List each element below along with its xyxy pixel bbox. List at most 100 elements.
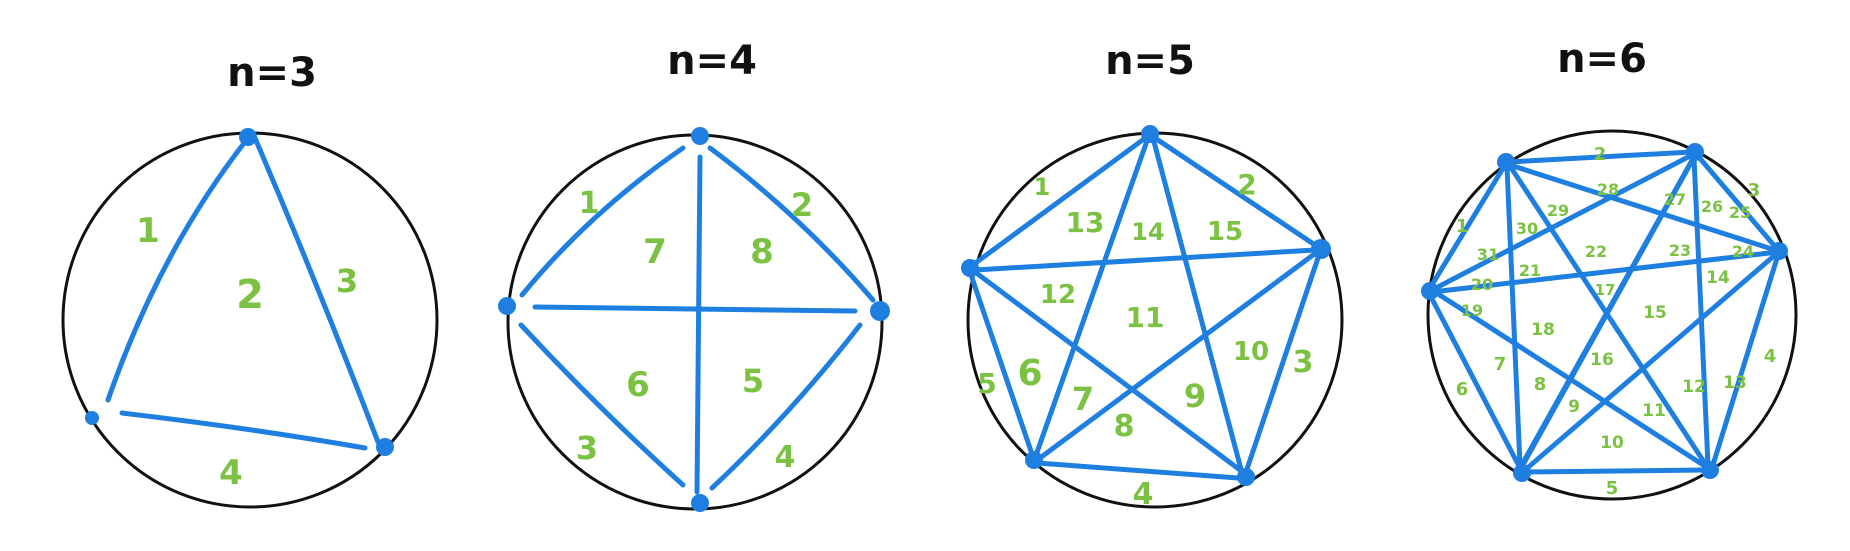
- region-label: 4: [1133, 477, 1154, 512]
- region-label: 17: [1595, 281, 1616, 299]
- chord: [532, 304, 858, 314]
- region-label: 7: [1494, 354, 1507, 375]
- vertex: [498, 297, 516, 315]
- chord: [1429, 249, 1781, 295]
- chord: [1242, 249, 1323, 478]
- region-label: 8: [1534, 374, 1547, 395]
- region-label: 4: [1764, 346, 1777, 367]
- chord: [119, 410, 368, 451]
- vertices-n3: [85, 128, 394, 456]
- chord: [1427, 292, 1523, 471]
- chord: [972, 247, 1318, 273]
- vertex: [1770, 242, 1788, 260]
- region-label: 4: [219, 453, 243, 493]
- region-label: 6: [1456, 379, 1469, 400]
- region-label: 3: [576, 429, 598, 467]
- chords-n3: [105, 135, 381, 451]
- chord: [1427, 162, 1508, 291]
- region-label: 8: [750, 232, 774, 272]
- chord: [252, 135, 381, 445]
- region-label: 26: [1701, 197, 1723, 216]
- region-label: 29: [1547, 201, 1569, 220]
- region-label: 2: [1237, 168, 1256, 201]
- region-label: 1: [1456, 216, 1469, 237]
- region-label: 21: [1519, 261, 1541, 280]
- vertex: [1513, 464, 1531, 482]
- vertex: [1686, 143, 1704, 161]
- region-label: 14: [1131, 218, 1164, 246]
- chords-n4: [518, 145, 876, 495]
- region-label: 11: [1126, 301, 1165, 334]
- region-label: 9: [1184, 377, 1206, 415]
- chord: [1709, 252, 1781, 471]
- chord: [518, 322, 686, 488]
- region-label: 5: [1606, 478, 1619, 499]
- region-labels-n3: 1 2 3 4: [136, 211, 358, 493]
- region-label: 6: [626, 365, 650, 405]
- region-label: 2: [791, 186, 813, 224]
- diagram-title-n4: n=4: [667, 38, 757, 84]
- chord: [1429, 152, 1695, 293]
- vertex: [1311, 239, 1331, 259]
- region-label: 8: [1114, 409, 1135, 444]
- vertex: [691, 494, 709, 512]
- diagram-n3: n=3 1 2 3 4: [61, 50, 439, 509]
- chord: [967, 133, 1151, 270]
- chord: [1035, 460, 1241, 481]
- region-label: 28: [1597, 180, 1619, 199]
- region-label: 13: [1066, 206, 1105, 239]
- chord: [1517, 149, 1700, 473]
- vertices-n4: [498, 127, 890, 512]
- region-label: 1: [136, 211, 160, 251]
- region-label: 4: [775, 440, 796, 475]
- region-label: 22: [1585, 242, 1607, 261]
- vertex: [691, 127, 709, 145]
- region-label: 20: [1471, 275, 1493, 294]
- region-label: 1: [1034, 173, 1051, 201]
- region-label: 3: [336, 262, 358, 300]
- chord: [1522, 467, 1708, 475]
- circle-n6: [1426, 129, 1798, 501]
- region-label: 24: [1732, 242, 1754, 261]
- chord: [1507, 162, 1778, 253]
- region-label: 6: [1017, 353, 1042, 394]
- region-label: 19: [1461, 301, 1483, 320]
- chord: [1522, 252, 1778, 473]
- region-label: 30: [1516, 219, 1538, 238]
- diagram-n4: n=4 1 2 3 4 5 6 7 8: [498, 38, 890, 512]
- region-label: 25: [1729, 203, 1751, 222]
- chord: [519, 145, 686, 298]
- chord: [972, 269, 1243, 473]
- diagram-n5: n=5 1 2 3 4 5 6: [961, 38, 1344, 512]
- region-label: 2: [1594, 144, 1607, 165]
- chord: [1149, 133, 1321, 250]
- region-label: 15: [1643, 303, 1667, 323]
- region-labels-n4: 1 2 3 4 5 6 7 8: [576, 186, 813, 475]
- chords-n6: [1427, 149, 1781, 475]
- vertex: [239, 128, 257, 146]
- region-label: 10: [1600, 433, 1624, 453]
- region-label: 3: [1748, 180, 1761, 201]
- vertex: [1237, 468, 1255, 486]
- region-label: 11: [1642, 401, 1666, 421]
- region-label: 12: [1682, 377, 1706, 397]
- diagram-n6: n=6: [1421, 36, 1798, 501]
- region-labels-n5: 1 2 3 4 5 6 7 8 9 10 11 12 13 14 15: [977, 168, 1313, 512]
- chord: [1504, 164, 1523, 468]
- diagram-title-n6: n=6: [1557, 36, 1647, 82]
- chord: [1691, 155, 1711, 468]
- vertex: [85, 411, 99, 425]
- region-label: 31: [1477, 245, 1499, 264]
- vertex: [1421, 282, 1439, 300]
- region-labels-n6: 1 2 3 4 5 6 7 8 9 10 11 12 13 14 15 16 1…: [1456, 144, 1777, 499]
- vertex: [870, 301, 890, 321]
- chord: [1505, 149, 1695, 165]
- region-label: 13: [1723, 373, 1747, 393]
- region-label: 16: [1590, 350, 1614, 370]
- region-label: 3: [1293, 345, 1314, 380]
- vertex: [1025, 451, 1043, 469]
- chord: [105, 135, 251, 403]
- region-label: 18: [1531, 320, 1555, 340]
- region-label: 9: [1568, 397, 1580, 417]
